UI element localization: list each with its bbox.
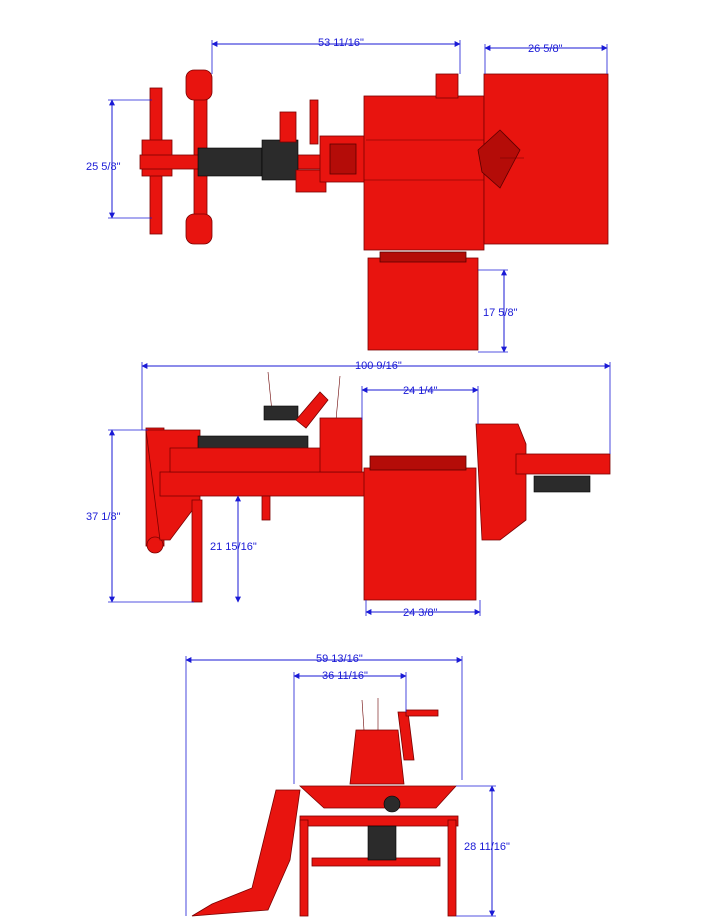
side-valve xyxy=(263,405,299,421)
front-ramp xyxy=(191,789,301,917)
leg-brace xyxy=(261,495,271,521)
dim-front-height: 28 11/16" xyxy=(464,841,510,853)
dim-top-frame-width: 25 5/8" xyxy=(86,161,121,173)
dim-side-beam-height: 21 15/16" xyxy=(210,541,257,553)
valve-lever xyxy=(309,99,319,145)
front-leg-left xyxy=(299,819,309,917)
dim-top-table-width: 26 5/8" xyxy=(528,43,563,55)
dim-side-upper-width: 24 1/4" xyxy=(403,385,438,397)
wheel-top xyxy=(185,69,213,101)
control-valve xyxy=(261,139,299,181)
front-lever-arm xyxy=(397,711,415,761)
front-wheel-hub xyxy=(383,795,401,813)
front-pump xyxy=(367,825,397,861)
front-tray xyxy=(298,785,457,809)
wedge-column xyxy=(319,417,363,473)
log-tray xyxy=(367,257,479,351)
front-leg-right xyxy=(447,819,457,917)
tray-rail xyxy=(379,251,467,263)
valve-lever-mount xyxy=(279,111,297,143)
wedge xyxy=(329,143,357,175)
front-column xyxy=(349,729,405,785)
front-crossbar xyxy=(299,815,459,827)
dim-side-overall-height: 37 1/8" xyxy=(86,511,121,523)
side-engine-top xyxy=(369,455,467,471)
top-view: 53 11/16" 26 5/8" 25 5/8" 17 5/8" xyxy=(86,37,609,353)
dim-top-length: 53 11/16" xyxy=(318,37,364,49)
side-engine-box xyxy=(363,467,477,601)
front-handle xyxy=(405,709,439,717)
jack-foot xyxy=(146,536,164,554)
table-column xyxy=(475,423,527,541)
support-leg xyxy=(191,499,203,603)
hydraulic-cylinder xyxy=(197,147,263,177)
side-lever-guard xyxy=(295,391,329,429)
engine-box xyxy=(363,95,485,251)
dim-front-tray-width: 36 11/16" xyxy=(322,670,368,682)
front-view: 59 13/16" 36 11/16" 28 11/16" xyxy=(185,653,510,917)
wheel-bottom xyxy=(185,213,213,245)
side-view: 100 9/16" 24 1/4" 37 1/8" 21 15/16" 24 3… xyxy=(86,360,611,619)
table-wedge xyxy=(477,129,521,189)
dim-front-overall-width: 59 13/16" xyxy=(316,653,363,665)
engine-muffler xyxy=(533,475,591,493)
side-main-beam xyxy=(159,471,371,497)
side-table xyxy=(515,453,611,475)
dim-side-overall-length: 100 9/16" xyxy=(355,360,402,372)
dim-side-lower-width: 24 3/8" xyxy=(403,607,438,619)
dim-top-tray-depth: 17 5/8" xyxy=(483,307,518,319)
engine-cap xyxy=(435,73,459,99)
